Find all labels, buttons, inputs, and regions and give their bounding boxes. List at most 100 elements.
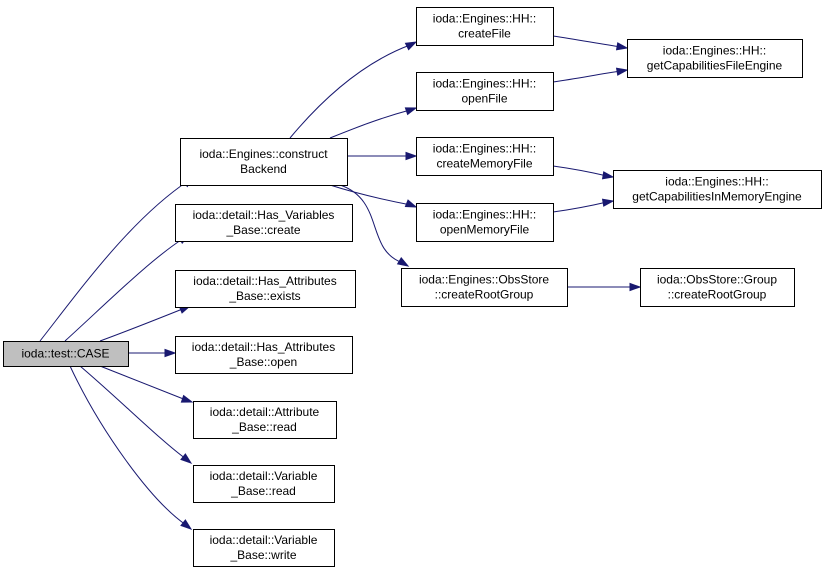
node-label-line: ioda::Engines::HH:: bbox=[433, 208, 536, 222]
arrowhead bbox=[180, 519, 193, 530]
node-obsstore-create-root[interactable]: ioda::Engines::ObsStore::createRootGroup bbox=[401, 268, 568, 307]
edge-line bbox=[329, 184, 412, 206]
edge-create-memory-file-to-cap-in-memory-engine bbox=[552, 165, 615, 180]
edge-line bbox=[552, 201, 608, 213]
node-label-line: ioda::Engines::HH:: bbox=[663, 44, 766, 58]
node-label-line: _Base::read bbox=[230, 484, 296, 498]
arrowhead bbox=[615, 42, 629, 51]
edge-case-to-has-attributes-open bbox=[128, 348, 177, 358]
node-label-line: ioda::Engines::construct bbox=[199, 147, 328, 161]
edge-line bbox=[39, 180, 189, 342]
node-label-line: getCapabilitiesFileEngine bbox=[647, 59, 783, 73]
edge-open-memory-file-to-cap-in-memory-engine bbox=[552, 198, 615, 213]
node-label-line: ioda::test::CASE bbox=[21, 347, 109, 361]
node-create-file[interactable]: ioda::Engines::HH::createFile bbox=[416, 7, 554, 46]
arrowhead bbox=[629, 282, 642, 292]
node-label-line: ioda::detail::Attribute bbox=[210, 405, 320, 419]
node-label-line: _Base::open bbox=[229, 355, 297, 369]
node-label-line: ioda::detail::Variable bbox=[210, 533, 318, 547]
node-label-line: ioda::detail::Has_Attributes bbox=[193, 274, 336, 288]
edge-case-to-construct-backend bbox=[39, 175, 194, 342]
node-open-memory-file[interactable]: ioda::Engines::HH::openMemoryFile bbox=[416, 203, 554, 242]
edge-case-to-has-attributes-exists bbox=[99, 305, 192, 342]
node-attribute-read[interactable]: ioda::detail::Attribute_Base::read bbox=[193, 401, 337, 439]
arrowhead bbox=[164, 348, 177, 358]
node-box bbox=[175, 270, 356, 308]
node-label-line: ioda::detail::Has_Variables bbox=[193, 208, 335, 222]
call-nodes: ioda::test::CASE ioda::Engines::construct… bbox=[3, 7, 822, 567]
node-box bbox=[193, 529, 335, 567]
node-variable-write[interactable]: ioda::detail::Variable_Base::write bbox=[193, 529, 335, 567]
arrowhead bbox=[601, 171, 615, 180]
arrowhead bbox=[180, 394, 194, 403]
node-box bbox=[627, 39, 803, 78]
node-label-line: ioda::Engines::ObsStore bbox=[419, 273, 549, 287]
edge-create-file-to-cap-file-engine bbox=[552, 35, 629, 51]
edge-line bbox=[329, 109, 411, 139]
edge-obsstore-create-root-to-group-create-root bbox=[567, 282, 642, 292]
node-box bbox=[613, 170, 822, 209]
node-has-attributes-exists[interactable]: ioda::detail::Has_Attributes_Base::exist… bbox=[175, 270, 356, 308]
edge-line bbox=[99, 307, 186, 342]
node-box bbox=[175, 204, 353, 242]
node-has-attributes-open[interactable]: ioda::detail::Has_Attributes_Base::open bbox=[175, 336, 353, 374]
edge-line bbox=[339, 184, 404, 264]
edge-construct-backend-to-open-file bbox=[329, 107, 418, 139]
edge-line bbox=[552, 70, 622, 83]
edge-case-to-attribute-read bbox=[99, 365, 194, 403]
edge-line bbox=[99, 365, 187, 401]
edge-line bbox=[79, 365, 187, 460]
edge-construct-backend-to-create-memory-file bbox=[347, 151, 418, 161]
arrowhead bbox=[396, 256, 410, 267]
edge-line bbox=[64, 237, 185, 342]
node-box bbox=[193, 401, 337, 439]
node-box bbox=[3, 341, 129, 367]
node-box bbox=[193, 465, 335, 503]
node-box bbox=[640, 268, 795, 307]
node-label-line: ::createRootGroup bbox=[668, 288, 767, 302]
node-label-line: ioda::Engines::HH:: bbox=[665, 175, 768, 189]
arrowhead bbox=[601, 198, 615, 207]
node-label-line: ioda::detail::Variable bbox=[210, 469, 318, 483]
node-label-line: _Base::exists bbox=[228, 289, 300, 303]
node-label-line: getCapabilitiesInMemoryEngine bbox=[632, 190, 802, 204]
node-variable-read[interactable]: ioda::detail::Variable_Base::read bbox=[193, 465, 335, 503]
arrowhead bbox=[404, 199, 418, 208]
node-label-line: _Base::read bbox=[231, 420, 297, 434]
node-cap-file-engine[interactable]: ioda::Engines::HH::getCapabilitiesFileEn… bbox=[627, 39, 803, 78]
arrowhead bbox=[404, 107, 418, 116]
node-label-line: createFile bbox=[458, 27, 511, 41]
node-create-memory-file[interactable]: ioda::Engines::HH::createMemoryFile bbox=[416, 137, 554, 176]
node-label-line: _Base::create bbox=[225, 223, 300, 237]
node-label-line: ioda::Engines::HH:: bbox=[433, 77, 536, 91]
node-label-line: createMemoryFile bbox=[436, 157, 532, 171]
edge-construct-backend-to-create-file bbox=[289, 41, 418, 139]
node-label-line: openMemoryFile bbox=[440, 223, 530, 237]
node-box bbox=[401, 268, 568, 307]
node-label-line: ioda::ObsStore::Group bbox=[657, 273, 777, 287]
node-box bbox=[416, 7, 554, 46]
node-label-line: openFile bbox=[461, 92, 507, 106]
node-cap-in-memory-engine[interactable]: ioda::Engines::HH::getCapabilitiesInMemo… bbox=[613, 170, 822, 209]
node-open-file[interactable]: ioda::Engines::HH::openFile bbox=[416, 72, 554, 111]
edge-case-to-variable-write bbox=[69, 365, 193, 530]
node-group-create-root[interactable]: ioda::ObsStore::Group::createRootGroup bbox=[640, 268, 795, 307]
node-label-line: _Base::write bbox=[229, 548, 296, 562]
node-label-line: Backend bbox=[240, 162, 287, 176]
node-case[interactable]: ioda::test::CASE bbox=[3, 341, 129, 367]
node-box bbox=[416, 72, 554, 111]
edge-line bbox=[552, 35, 622, 48]
arrowhead bbox=[404, 41, 418, 51]
edge-case-to-variable-read bbox=[79, 365, 193, 464]
edge-line bbox=[552, 165, 608, 177]
node-has-variables-create[interactable]: ioda::detail::Has_Variables_Base::create bbox=[175, 204, 353, 242]
edge-open-file-to-cap-file-engine bbox=[552, 67, 629, 83]
edge-line bbox=[289, 44, 411, 139]
edge-construct-backend-to-obsstore-create-root bbox=[339, 184, 410, 267]
node-label-line: ioda::Engines::HH:: bbox=[433, 142, 536, 156]
node-box bbox=[416, 137, 554, 176]
arrowhead bbox=[405, 151, 418, 161]
node-label-line: ioda::detail::Has_Attributes bbox=[192, 340, 335, 354]
